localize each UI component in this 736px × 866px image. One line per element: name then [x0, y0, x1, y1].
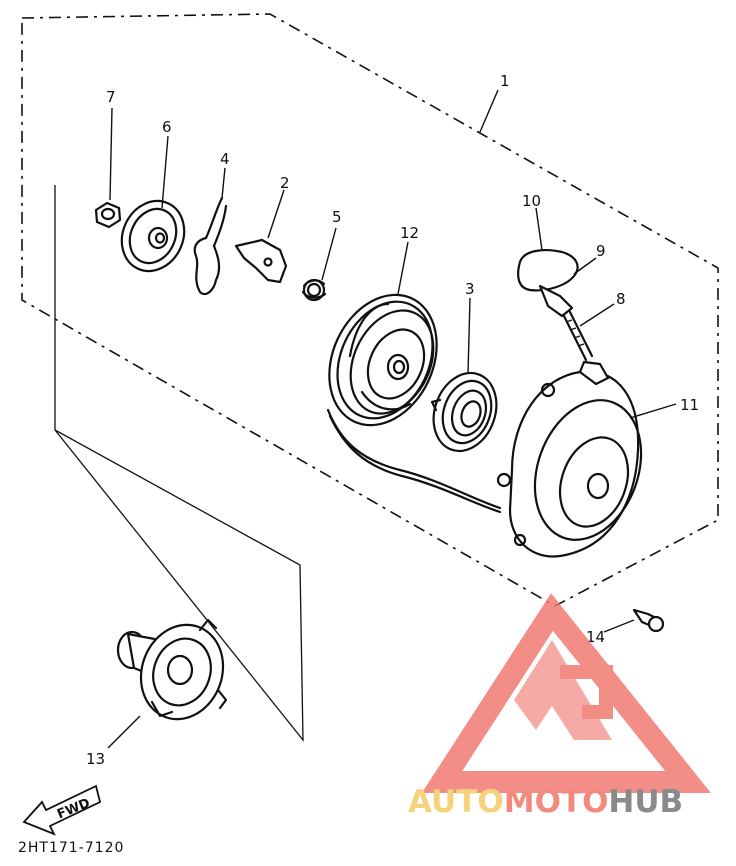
label-part-3: 3 — [465, 280, 475, 298]
watermark-part-hub: HUB — [608, 784, 683, 820]
label-part-13: 13 — [86, 750, 105, 768]
label-part-10: 10 — [522, 192, 541, 210]
part-7-nut — [94, 201, 122, 229]
label-part-7: 7 — [106, 88, 116, 106]
assembly-boundary-outline — [21, 13, 719, 607]
label-part-1: 1 — [500, 72, 510, 90]
part-3-spiral-spring — [430, 371, 498, 453]
part-4-spring-clip — [193, 196, 228, 296]
part-11-starter-case — [496, 360, 643, 558]
drawing-code: 2HT171-7120 — [18, 840, 124, 856]
lower-part-boundary — [54, 185, 304, 742]
starter-rope-second-line — [328, 414, 502, 514]
part-8-rope-guide — [562, 310, 594, 362]
leader-lines — [107, 89, 677, 749]
label-part-12: 12 — [400, 224, 419, 242]
part-13-drive-pulley — [116, 618, 228, 721]
label-part-9: 9 — [596, 242, 606, 260]
part-12-rope-pulley — [328, 293, 438, 427]
part-6-plate — [120, 199, 186, 273]
part-2-pawl — [234, 238, 288, 284]
watermark-text: AUTOMOTOHUB — [408, 784, 683, 820]
part-10-starter-handle — [517, 249, 579, 318]
part-5-coil-spring — [301, 278, 327, 302]
watermark-part-moto: MOTO — [504, 784, 609, 820]
label-part-2: 2 — [280, 174, 290, 192]
label-part-8: 8 — [616, 290, 626, 308]
label-part-6: 6 — [162, 118, 172, 136]
label-part-5: 5 — [332, 208, 342, 226]
watermark-part-auto: AUTO — [408, 784, 504, 820]
watermark-logo-icon — [421, 593, 711, 793]
fwd-arrow-icon: FWD — [22, 784, 102, 836]
label-part-14: 14 — [586, 628, 605, 646]
part-14-bolt — [632, 608, 665, 633]
label-part-11: 11 — [680, 396, 699, 414]
label-part-4: 4 — [220, 150, 230, 168]
